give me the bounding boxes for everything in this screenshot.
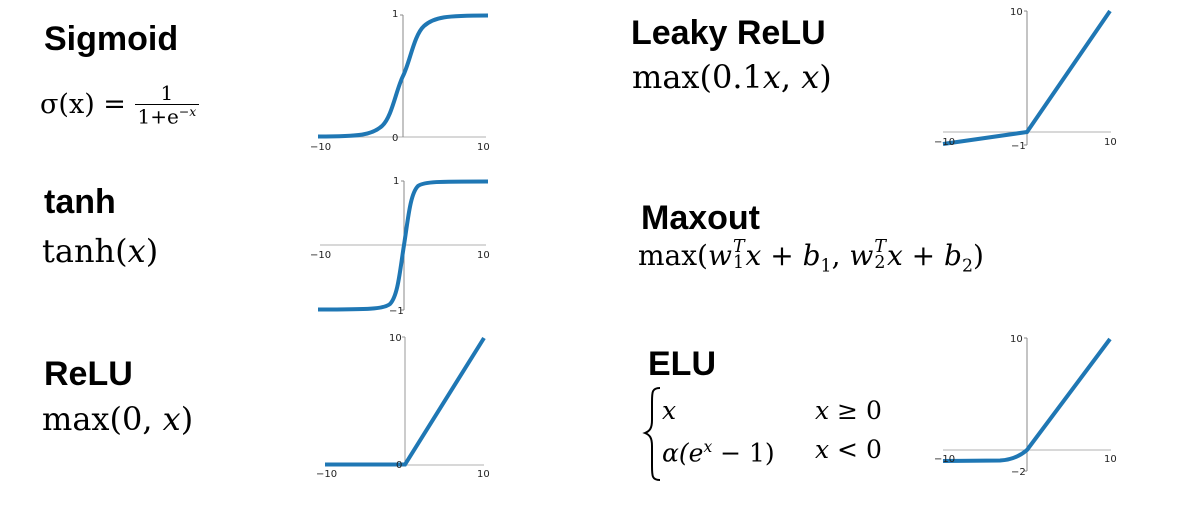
elu-xmin-label: −10 (934, 454, 955, 465)
leaky-relu-arg2: x (801, 58, 820, 96)
relu-close: ) (180, 400, 194, 438)
tanh-title: tanh (44, 183, 116, 221)
sigmoid-formula: σ(x) = 1 1+e−x (40, 83, 200, 128)
leaky-relu-curve (942, 9, 1112, 146)
sigmoid-ymin-label: 0 (392, 133, 398, 144)
leaky-relu-ymax-label: 10 (1010, 7, 1023, 18)
sigmoid-xmax-label: 10 (477, 142, 490, 153)
relu-fn: max (42, 400, 110, 438)
sigmoid-denominator: 1+e−x (135, 105, 200, 128)
maxout-x1: x (745, 239, 762, 272)
relu-xmin-label: −10 (316, 469, 337, 480)
relu-ymin-label: 0 (396, 460, 402, 471)
elu-case-positive: x x ≥ 0 (662, 394, 882, 430)
elu-case-negative: α(ex − 1) x < 0 (662, 430, 882, 472)
sigmoid-curve (317, 13, 489, 139)
elu-ymin-label: −2 (1011, 467, 1026, 478)
relu-arg: x (162, 400, 181, 438)
elu-case1-var: x (815, 396, 830, 425)
maxout-b2: b (944, 239, 962, 272)
elu-case1-cond: ≥ 0 (829, 396, 882, 425)
leaky-relu-arg1: x (762, 58, 781, 96)
elu-curve (942, 337, 1112, 463)
elu-title: ELU (648, 345, 716, 383)
tanh-xmax-label: 10 (477, 250, 490, 261)
relu-xmax-label: 10 (477, 469, 490, 480)
leaky-relu-ymin-label: −1 (1011, 141, 1026, 152)
sigmoid-title: Sigmoid (44, 20, 179, 58)
sigmoid-den-exp: −x (178, 104, 197, 119)
maxout-w1: w (707, 239, 732, 272)
relu-title: ReLU (44, 355, 133, 393)
tanh-curve (317, 179, 489, 312)
leaky-relu-xmin-label: −10 (934, 137, 955, 148)
elu-xmax-label: 10 (1104, 454, 1117, 465)
maxout-w2: w (849, 239, 874, 272)
elu-case2-var: x (815, 435, 830, 465)
sigmoid-fraction: 1 1+e−x (134, 83, 200, 128)
leaky-relu-xmax-label: 10 (1104, 137, 1117, 148)
elu-case2-value-a: α(e (662, 438, 704, 468)
elu-ymax-label: 10 (1010, 334, 1023, 345)
leaky-relu-sep: , (780, 58, 802, 96)
relu-curve (325, 336, 486, 467)
tanh-arg: x (127, 232, 146, 270)
sigmoid-ymax-label: 1 (392, 9, 398, 20)
leaky-relu-title: Leaky ReLU (631, 14, 826, 52)
relu-open: (0, (109, 400, 163, 438)
tanh-ymin-label: −1 (389, 306, 404, 317)
sigmoid-numerator: 1 (134, 83, 200, 105)
relu-ymax-label: 10 (389, 333, 402, 344)
tanh-ymax-label: 1 (393, 176, 399, 187)
relu-formula: max(0, x) (42, 400, 193, 438)
maxout-title: Maxout (641, 199, 760, 237)
leaky-relu-formula: max(0.1x, x) (632, 58, 832, 96)
leaky-relu-close: ) (819, 58, 832, 96)
maxout-x2: x (886, 239, 903, 272)
maxout-fn: max (638, 239, 698, 272)
elu-case1-value: x (662, 396, 677, 425)
leaky-relu-open: (0.1 (699, 58, 763, 96)
elu-case2-cond: < 0 (829, 435, 882, 465)
sigmoid-formula-lhs: σ(x) = (40, 88, 126, 120)
sigmoid-xmin-label: −10 (310, 142, 331, 153)
elu-cases: x x ≥ 0 α(ex − 1) x < 0 (662, 394, 882, 472)
tanh-fn: tanh (42, 232, 116, 270)
elu-case2-value-b: − 1) (712, 438, 775, 468)
tanh-formula: tanh(x) (42, 232, 159, 270)
leaky-relu-fn: max (632, 58, 700, 96)
elu-case2-exp: x (703, 438, 713, 456)
maxout-b1: b (802, 239, 821, 272)
sigmoid-den-base: 1+e (137, 104, 179, 129)
tanh-xmin-label: −10 (310, 250, 331, 261)
